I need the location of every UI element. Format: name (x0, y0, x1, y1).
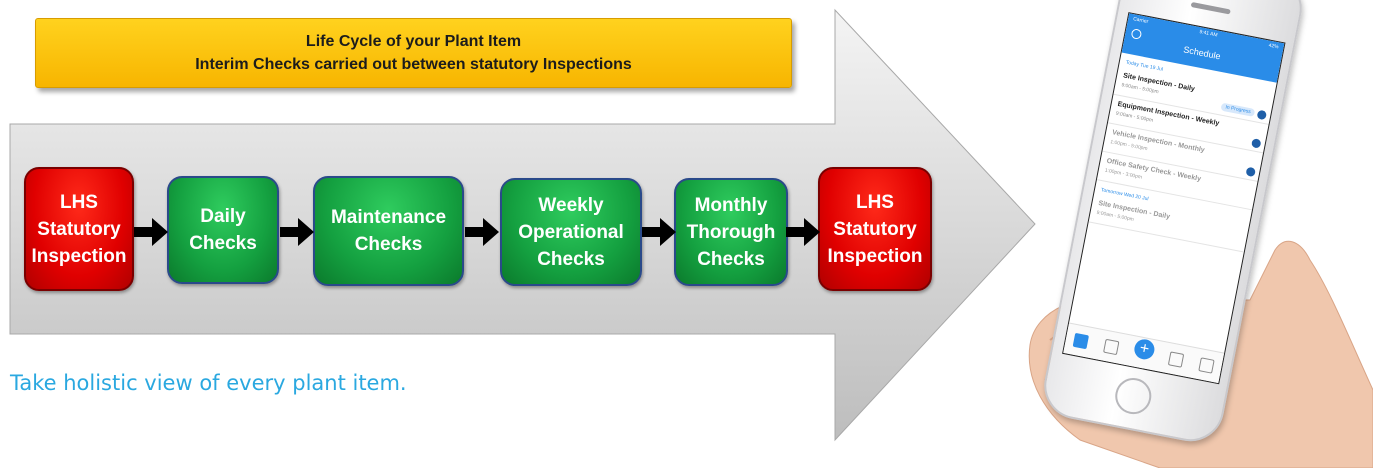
step-label-line: Weekly (538, 194, 604, 216)
step-lhs-inspection-start: LHS Statutory Inspection (24, 167, 134, 291)
avatar (1245, 166, 1256, 178)
avatar (1256, 109, 1268, 121)
step-daily-checks: Daily Checks (167, 176, 279, 284)
status-badge: In Progress (1220, 102, 1256, 117)
audits-tab-icon[interactable] (1168, 351, 1185, 368)
title-banner: Life Cycle of your Plant Item Interim Ch… (35, 18, 792, 88)
step-label-line: LHS (855, 191, 894, 213)
tagline: Take holistic view of every plant item. (10, 371, 407, 395)
actions-tab-icon[interactable] (1198, 357, 1215, 374)
step-label-line: Statutory (37, 218, 121, 240)
avatar (1250, 138, 1262, 149)
banner-subtitle: Interim Checks carried out between statu… (195, 56, 632, 73)
battery-label: 42% (1268, 42, 1280, 51)
step-label-line: Inspection (31, 245, 127, 267)
speaker-icon (1190, 1, 1231, 15)
add-icon[interactable]: + (1132, 337, 1157, 362)
templates-tab-icon[interactable] (1102, 338, 1120, 356)
step-lhs-inspection-end: LHS Statutory Inspection (818, 167, 932, 291)
step-maintenance-checks: Maintenance Checks (313, 176, 464, 286)
clock-label: 9:41 AM (1198, 29, 1219, 39)
step-label-line: Checks (354, 234, 423, 255)
tab-bar: + (1063, 322, 1225, 384)
step-label-line: Thorough (686, 221, 776, 243)
step-label-line: Maintenance (330, 207, 447, 228)
banner-title: Life Cycle of your Plant Item (305, 33, 522, 50)
step-monthly-thorough-checks: Monthly Thorough Checks (674, 178, 788, 286)
step-label-line: LHS (59, 191, 98, 213)
step-label-line: Checks (697, 248, 765, 270)
step-label-line: Inspection (827, 245, 923, 267)
carrier-label: Carrier (1132, 16, 1149, 25)
step-label-line: Monthly (694, 194, 768, 216)
step-label-line: Checks (189, 233, 257, 254)
home-button[interactable] (1112, 374, 1155, 418)
step-label-line: Daily (200, 206, 246, 227)
connector-arrow-icon (134, 218, 168, 246)
connector-arrow-icon (786, 218, 820, 246)
connector-arrow-icon (642, 218, 676, 246)
step-label-line: Checks (537, 248, 605, 270)
step-weekly-operational-checks: Weekly Operational Checks (500, 178, 642, 286)
connector-arrow-icon (465, 218, 499, 246)
schedule-tab-icon[interactable] (1072, 332, 1090, 350)
step-label-line: Statutory (833, 218, 917, 240)
connector-arrow-icon (280, 218, 314, 246)
step-label-line: Operational (518, 221, 624, 243)
